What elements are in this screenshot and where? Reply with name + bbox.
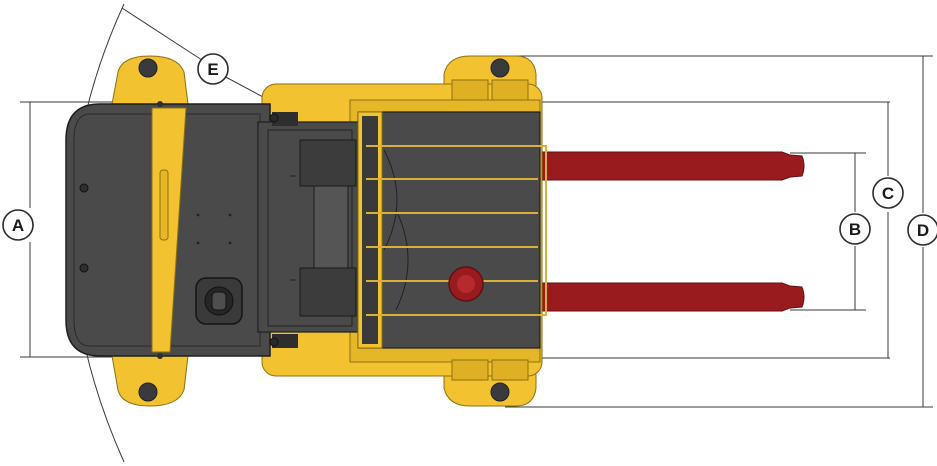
fork-lower [529,282,805,312]
dimension-b [790,152,866,311]
operator-compartment [257,112,359,348]
fork-upper [529,151,805,181]
callout-a-label: A [12,216,24,235]
rear-wheel-housing-top [111,55,189,105]
wheel-hub [490,382,510,402]
counterweight-body [65,101,271,359]
dimension-c [535,101,890,359]
rear-wheel-housing-bottom [111,355,189,407]
callout-b-label: B [849,220,861,239]
callout-c-label: C [882,184,894,203]
wheel-hub [138,58,158,78]
wheel-hub [490,58,510,78]
callout-d: D [907,214,937,246]
dimension-d [505,55,933,408]
callout-b: B [839,213,871,245]
callout-e: E [197,53,229,85]
callout-a: A [2,209,34,241]
dimension-a [20,101,112,358]
body-stripe [151,107,187,353]
load-backrest [366,145,547,316]
wheel-hub [138,382,158,402]
mast [357,111,547,349]
callout-d-label: D [917,221,929,240]
callout-e-label: E [207,60,218,79]
forks [529,151,805,312]
callout-c: C [872,177,904,209]
